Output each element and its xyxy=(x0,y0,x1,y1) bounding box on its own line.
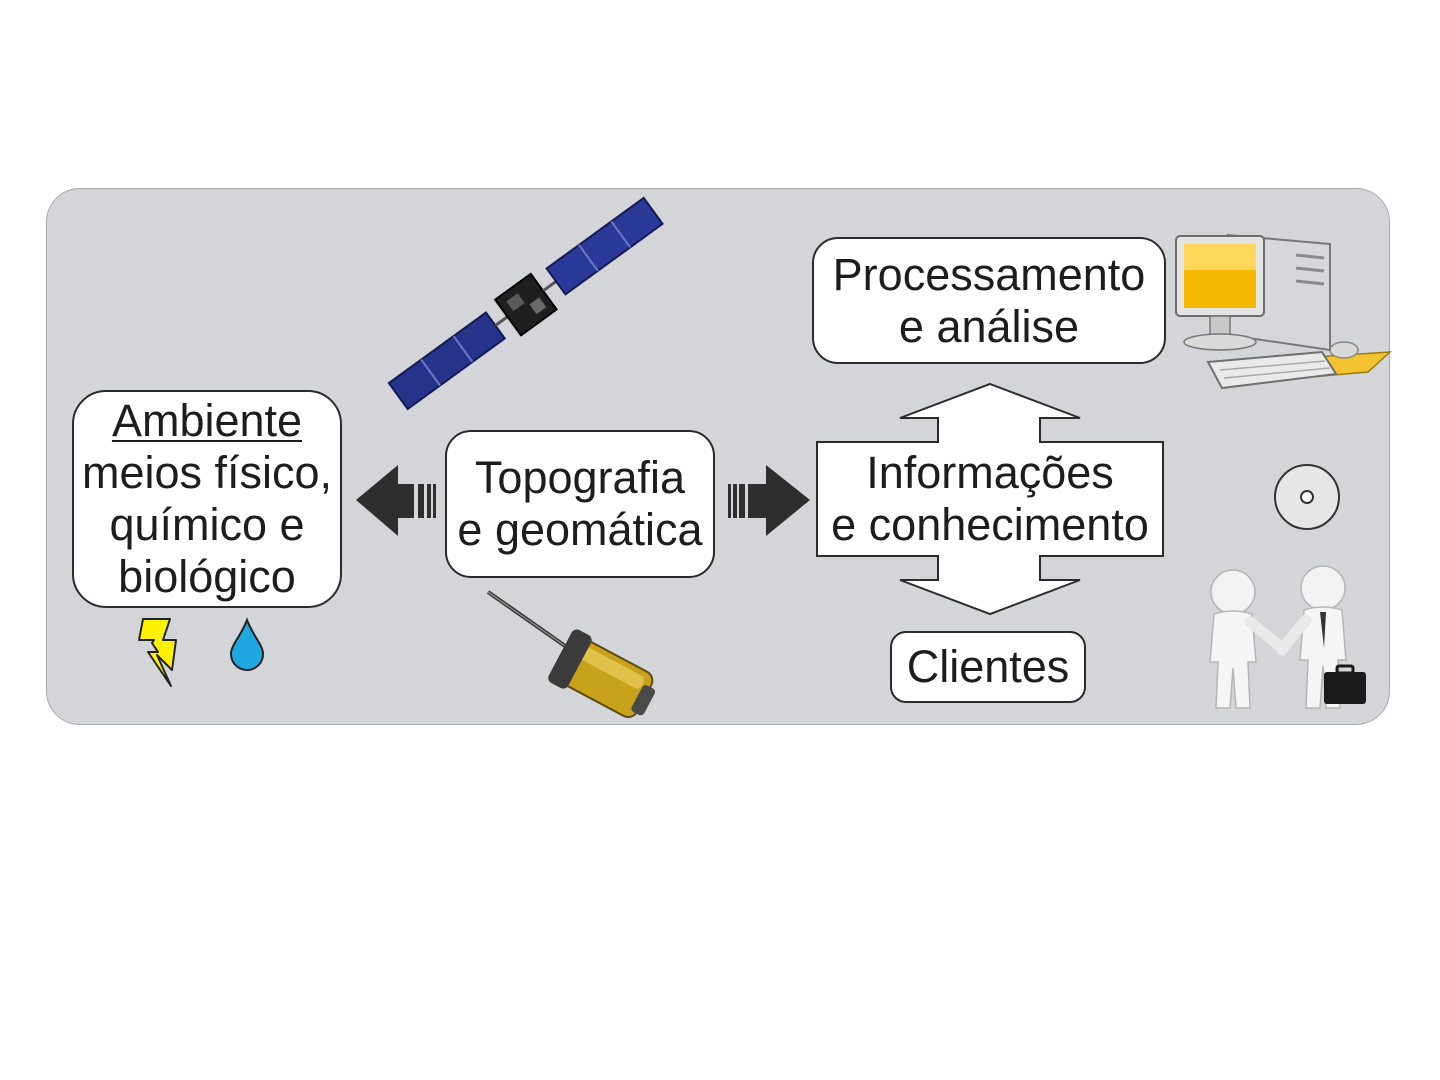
clientes-label: Clientes xyxy=(907,641,1070,693)
processamento-line-1: Processamento xyxy=(833,249,1146,301)
water-drop-icon xyxy=(231,620,263,670)
topografia-line-2: e geomática xyxy=(457,504,702,556)
handshake-people-icon xyxy=(1210,566,1366,708)
informacoes-line-1: Informações xyxy=(866,447,1114,499)
topografia-box: Topografia e geomática xyxy=(445,430,715,578)
ambiente-line-1: meios físico, xyxy=(82,447,332,499)
disc-icon xyxy=(1275,465,1339,529)
arrow-to-ambiente-icon xyxy=(356,465,436,536)
ambiente-line-2: químico e xyxy=(109,499,304,551)
computer-icon xyxy=(1176,235,1390,388)
informacoes-box: Informações e conhecimento xyxy=(818,444,1162,554)
satellite-icon xyxy=(386,194,667,415)
arrow-to-informacoes-icon xyxy=(728,465,810,536)
gps-antenna-icon xyxy=(488,592,664,728)
ambiente-line-3: biológico xyxy=(118,551,296,603)
ambiente-box: Ambiente meios físico, químico e biológi… xyxy=(72,390,342,608)
ambiente-title: Ambiente xyxy=(112,395,302,447)
clientes-box: Clientes xyxy=(890,631,1086,703)
processamento-box: Processamento e análise xyxy=(812,237,1166,364)
lightning-icon xyxy=(139,619,176,686)
processamento-line-2: e análise xyxy=(899,301,1079,353)
topografia-line-1: Topografia xyxy=(475,452,685,504)
informacoes-line-2: e conhecimento xyxy=(831,499,1149,551)
